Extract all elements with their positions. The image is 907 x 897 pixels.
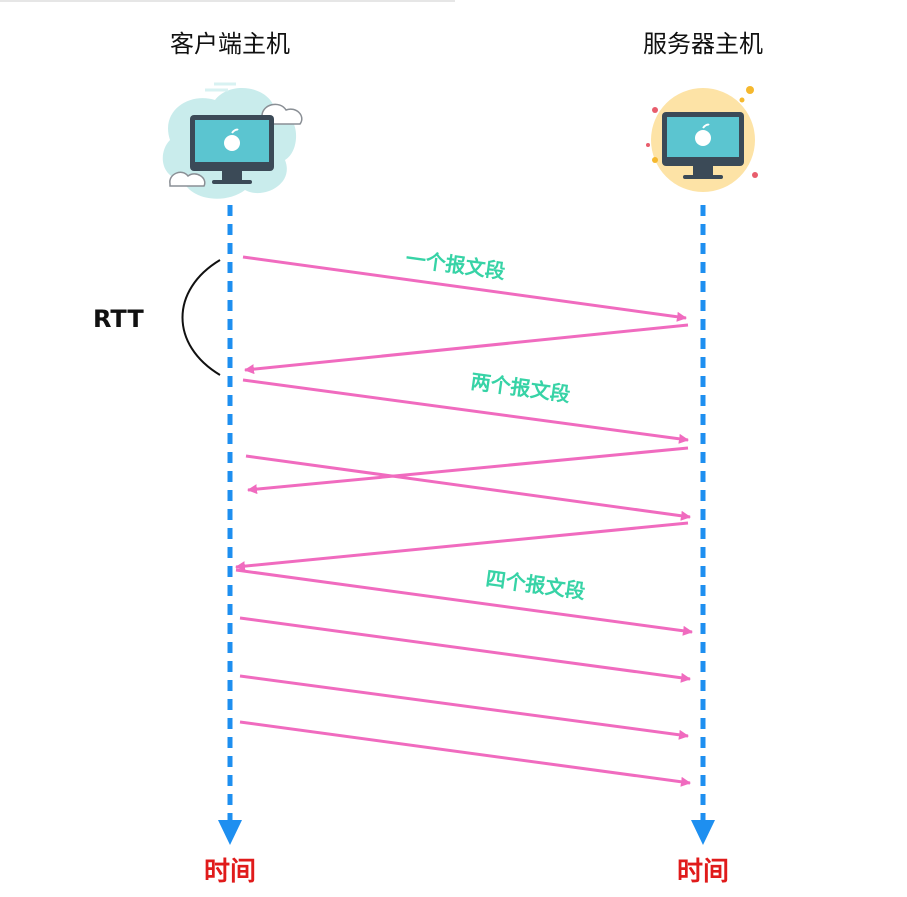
server-timeline-arrowhead xyxy=(691,820,715,845)
server-host-label: 服务器主机 xyxy=(643,30,763,58)
segment-arrow-2a xyxy=(242,378,689,444)
desktop-computer-with-clouds-icon xyxy=(162,82,303,199)
segment-arrow-4c xyxy=(239,674,689,740)
client-time-label: 时间 xyxy=(204,857,256,887)
ack-arrow-2b xyxy=(235,521,689,572)
segment-arrow-1 xyxy=(242,255,687,322)
segment-label-four: 四个报文段 xyxy=(484,566,586,603)
server-time-label: 时间 xyxy=(677,857,729,887)
segment-arrow-4b xyxy=(239,616,691,683)
ack-arrow-1 xyxy=(244,323,689,375)
client-host-label: 客户端主机 xyxy=(170,30,290,58)
segment-arrow-2b xyxy=(245,454,691,521)
rtt-label: RTT xyxy=(93,305,144,333)
segment-arrow-4a xyxy=(235,568,693,636)
ack-arrow-2a xyxy=(247,446,689,495)
segment-label-two: 两个报文段 xyxy=(469,369,571,406)
client-timeline-arrowhead xyxy=(218,820,242,845)
segment-label-one: 一个报文段 xyxy=(404,246,506,283)
desktop-computer-with-sun-icon xyxy=(646,86,758,192)
rtt-bracket xyxy=(181,259,221,376)
segment-arrow-4d xyxy=(239,720,691,787)
